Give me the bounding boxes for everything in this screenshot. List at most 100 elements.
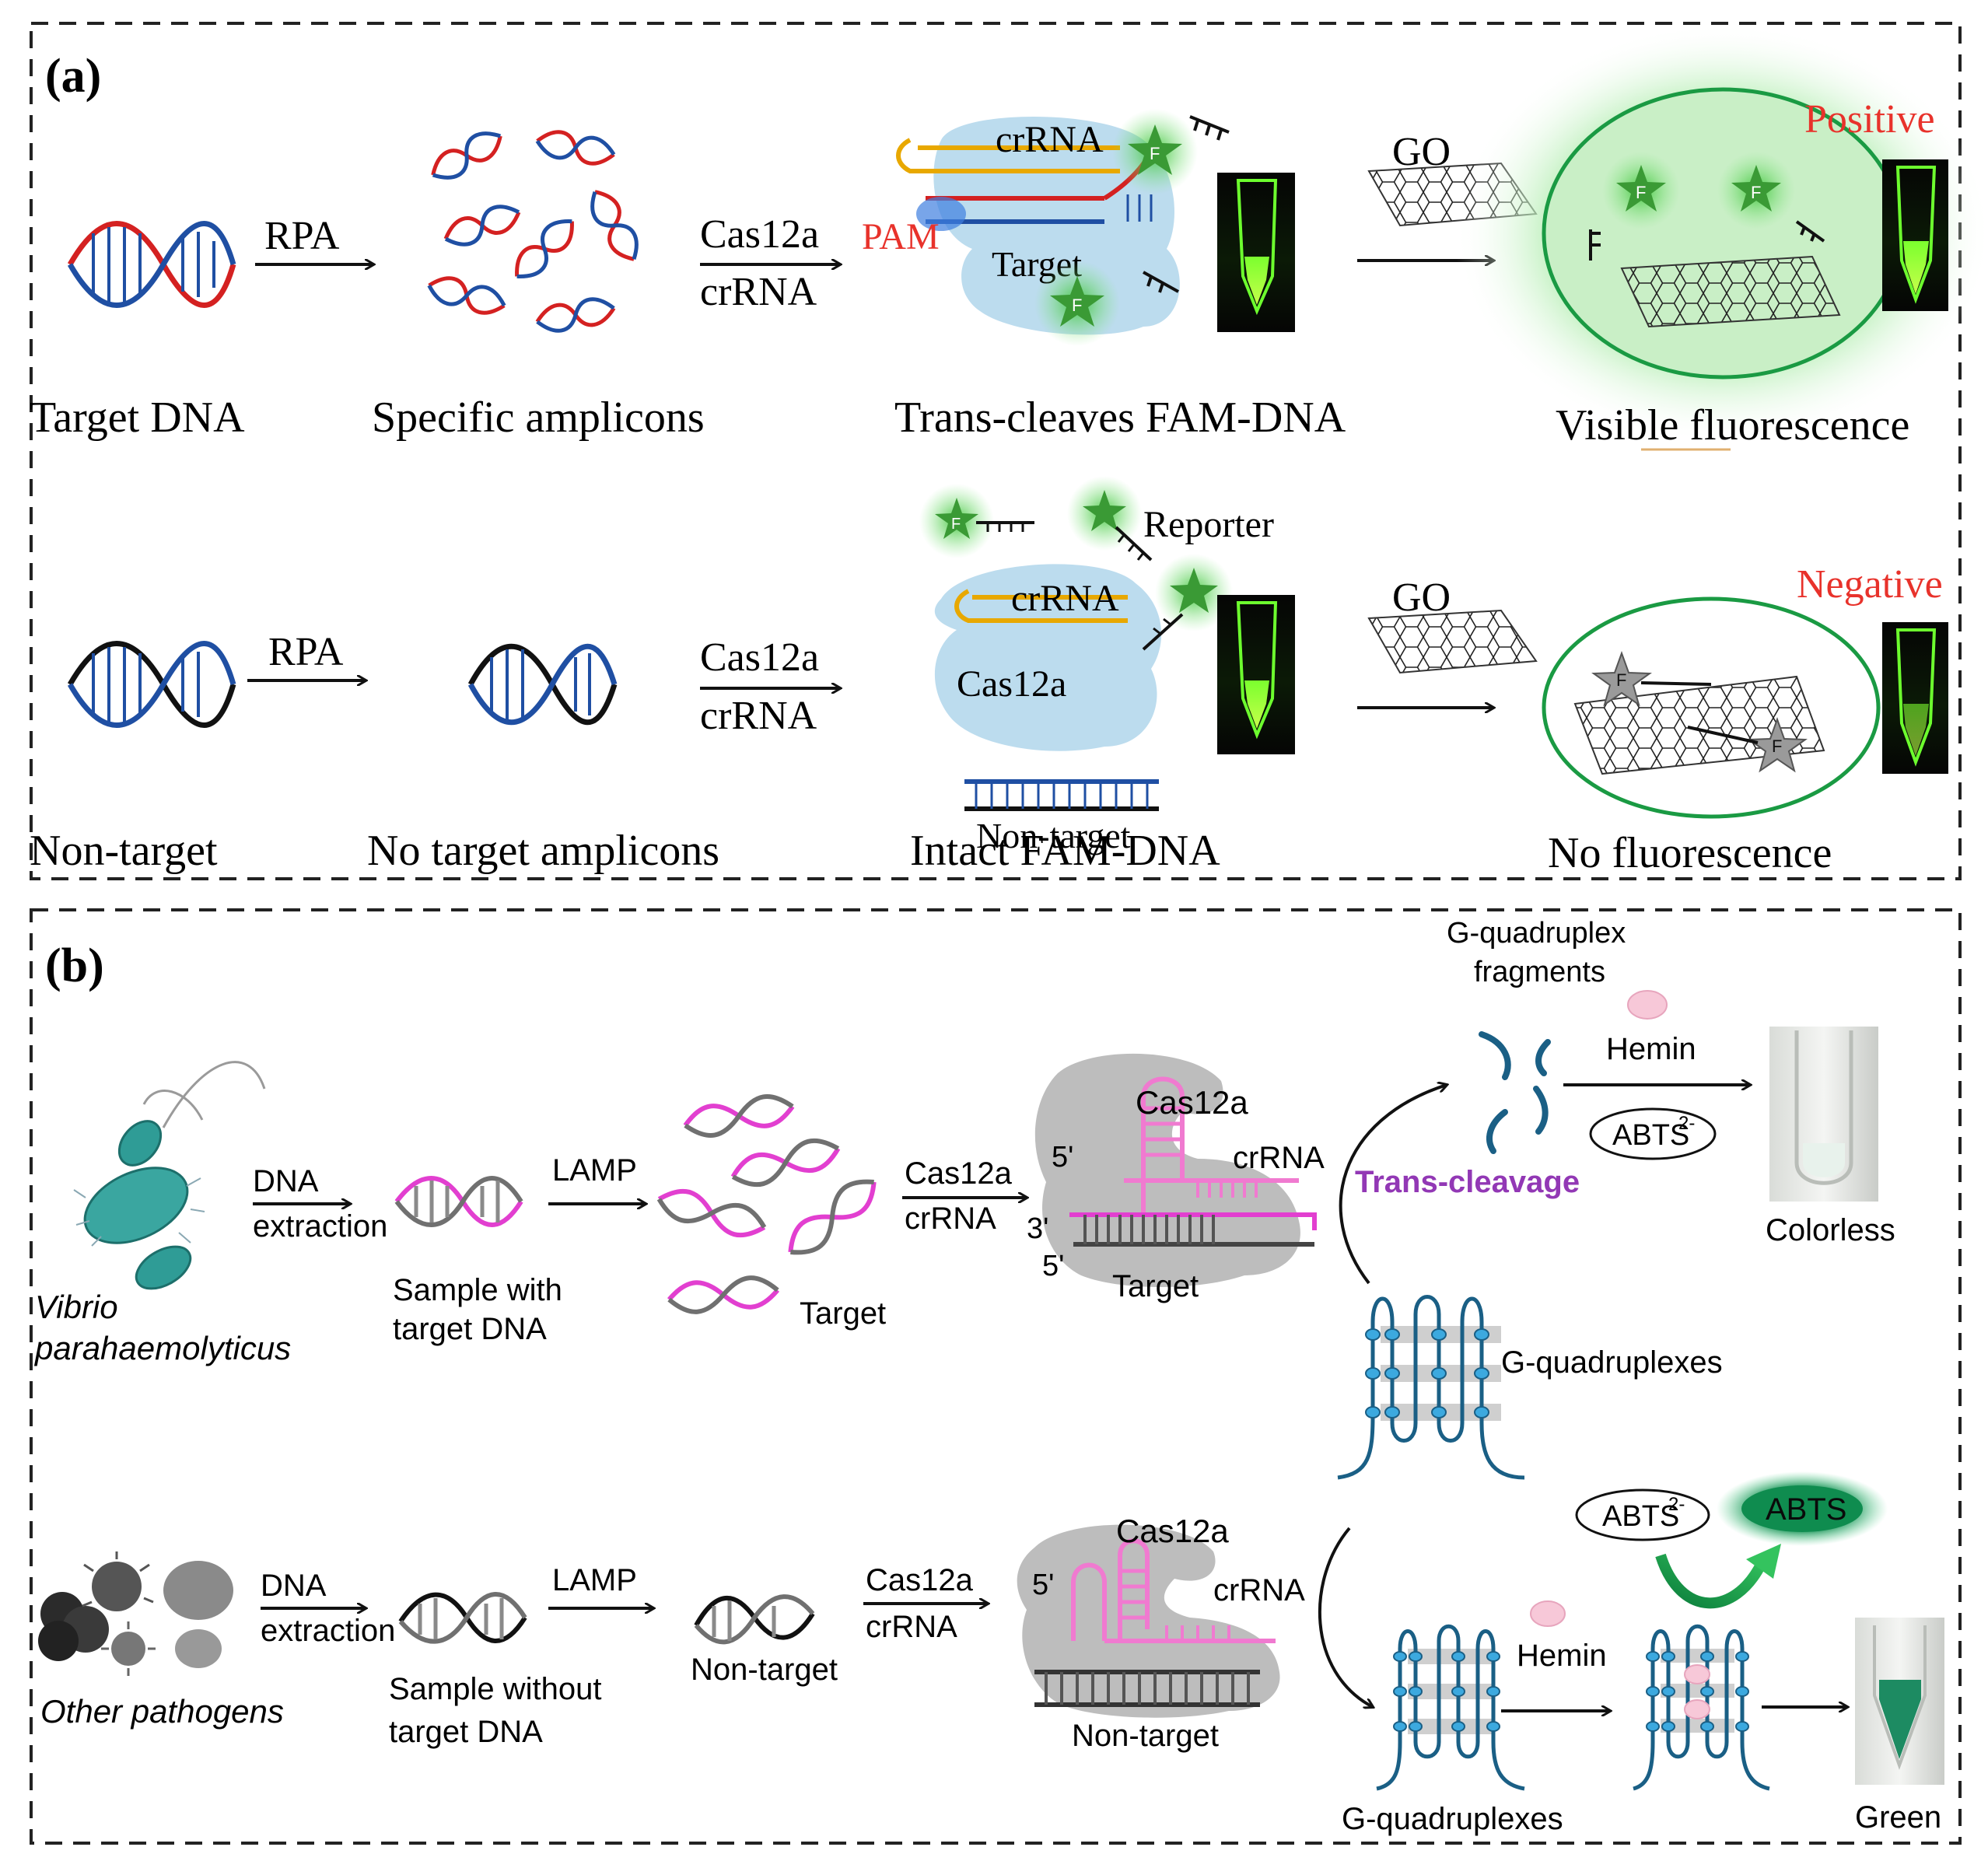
abts-label-top: ABTS	[1612, 1119, 1689, 1152]
abts-charge-bottom: 2-	[1668, 1494, 1685, 1515]
cas12a-label-b-top: Cas12a	[1136, 1084, 1248, 1121]
go-label-bottom: GO	[1392, 575, 1451, 620]
sample-without-line2: target DNA	[389, 1715, 543, 1749]
free-fragments	[1589, 220, 1825, 261]
visible-fluorescence-caption: Visible fluorescence	[1556, 401, 1909, 450]
abts-bubble-top	[1589, 1107, 1717, 1160]
fluorescence-tube-a-top	[1217, 173, 1295, 332]
rpa-label-top: RPA	[264, 214, 340, 258]
fluor-mark-6: F	[1616, 670, 1626, 690]
lamp-amplicons-target	[656, 1094, 877, 1314]
cas12a-arrow-b-top-line1: Cas12a	[905, 1156, 1013, 1191]
sample-with-target-helix	[394, 1176, 523, 1227]
specific-amplicons	[427, 130, 639, 333]
fam-star-top-2: F	[1034, 261, 1120, 346]
graphene-oxide-positive	[1620, 255, 1841, 328]
negative-tube	[1882, 622, 1948, 774]
quenched-star-2: F	[1687, 717, 1808, 773]
cleaved-fragment-2	[1143, 271, 1179, 293]
no-amplicon-helix	[467, 643, 618, 726]
reporter-star-1: F	[919, 484, 1034, 558]
fluor-mark-5: F	[951, 516, 961, 533]
panel-a: (a) Target DNA RPA Specific amplicons	[30, 22, 1988, 880]
complex-nontarget-label: Non-target	[1072, 1719, 1219, 1753]
crrna-label-b-top: crRNA	[1233, 1141, 1325, 1175]
abts-conversion-arrow	[1655, 1553, 1767, 1609]
sample-with-line1: Sample with	[393, 1273, 562, 1307]
cas12a-complex-nontarget	[934, 564, 1162, 811]
cas12a-gray-complex-nontarget	[1017, 1524, 1280, 1718]
abts-oxidized-oval	[1741, 1485, 1863, 1532]
hemin-label-top: Hemin	[1606, 1032, 1696, 1066]
fluor-mark-4: F	[1751, 183, 1761, 202]
fluor-mark-2: F	[1072, 296, 1082, 315]
g-quadruplex-structure-bottom	[1376, 1624, 1525, 1791]
amplicon-target-label: Target	[800, 1296, 886, 1331]
five-prime-nontarget: 5'	[1032, 1569, 1054, 1601]
no-target-amplicons-caption: No target amplicons	[367, 827, 719, 875]
fluorescence-tube-a-bottom	[1217, 595, 1295, 754]
hemin-bottom	[1530, 1600, 1566, 1627]
panel-a-border	[30, 22, 1962, 880]
colorless-label: Colorless	[1766, 1213, 1895, 1247]
green-tube	[1855, 1618, 1944, 1785]
fluor-mark-7: F	[1772, 736, 1782, 756]
hemin-top	[1627, 990, 1668, 1020]
trans-cleavage-label: Trans-cleavage	[1355, 1165, 1580, 1199]
complex-target-label: Target	[1112, 1269, 1199, 1303]
vibrio-bacteria	[73, 1061, 266, 1290]
vibrio-label-line1: Vibrio	[35, 1289, 118, 1325]
lamp-label-top: LAMP	[552, 1153, 637, 1188]
five-prime-bottom: 5'	[1042, 1250, 1064, 1282]
intact-fam-caption: Intact FAM-DNA	[910, 827, 1220, 875]
crrna-label-a-bottom: crRNA	[1011, 578, 1119, 619]
nontarget-amplicon-label: Non-target	[691, 1653, 838, 1687]
sample-without-line1: Sample without	[389, 1672, 601, 1706]
green-label: Green	[1855, 1800, 1941, 1835]
quenched-star-1: F	[1591, 651, 1712, 707]
trans-cleaves-caption: Trans-cleaves FAM-DNA	[894, 394, 1346, 442]
nontarget-amplicon-helix	[694, 1594, 815, 1645]
dna-extraction-top-line1: DNA	[253, 1164, 319, 1198]
abts-charge-top: 2-	[1678, 1113, 1695, 1134]
panel-b: (b) Vibrio parahaemolyticus DNA extracti…	[30, 908, 1962, 1845]
g-quadruplex-hemin-complex	[1633, 1624, 1770, 1791]
cas12a-arrow-label-bottom: Cas12a	[700, 635, 819, 680]
nontarget-label-a: Non-target	[976, 816, 1131, 855]
dna-extraction-bottom-line1: DNA	[261, 1569, 327, 1603]
gq-label-top: G-quadruplexes	[1501, 1345, 1723, 1380]
vibrio-label-line2: parahaemolyticus	[33, 1330, 291, 1366]
abts-bubble-bottom	[1575, 1488, 1710, 1541]
nontarget-caption: Non-target	[30, 827, 218, 875]
cas12a-arrow-b-bottom-line1: Cas12a	[866, 1563, 974, 1597]
panel-b-label: (b)	[45, 939, 104, 992]
free-fam-star-2: F	[1717, 152, 1795, 229]
cas12a-arrow-b-bottom-line2: crRNA	[866, 1610, 957, 1644]
crrna-label-b-bottom: crRNA	[1213, 1573, 1305, 1607]
cas12a-label-b-bottom: Cas12a	[1116, 1513, 1229, 1549]
no-fluorescence-caption: No fluorescence	[1548, 829, 1832, 877]
reporter-star-3	[1142, 554, 1233, 651]
cas12a-label-a-bottom: Cas12a	[957, 663, 1066, 705]
colorless-tube	[1769, 1027, 1878, 1202]
dna-extraction-bottom-line2: extraction	[261, 1614, 395, 1648]
g-quadruplex-structure-top	[1337, 1295, 1525, 1480]
fluor-mark-3: F	[1636, 183, 1646, 202]
to-gq-arrow	[1318, 1527, 1373, 1707]
panel-b-border	[30, 908, 1962, 1845]
fluor-mark-1: F	[1150, 144, 1160, 163]
fam-star-top-1: F	[1112, 109, 1198, 194]
gq-label-bottom: G-quadruplexes	[1342, 1802, 1563, 1836]
graphene-oxide-sheet-bottom	[1367, 609, 1538, 674]
specific-amplicons-caption: Specific amplicons	[372, 394, 705, 442]
cas12a-arrow-b-top-line2: crRNA	[905, 1202, 996, 1236]
sample-with-line2: target DNA	[393, 1312, 547, 1346]
positive-label: Positive	[1804, 97, 1935, 142]
other-pathogens-label: Other pathogens	[40, 1693, 284, 1730]
other-pathogens-cluster	[38, 1551, 233, 1676]
dna-extraction-top-line2: extraction	[253, 1209, 387, 1244]
cas12a-arrow-label-top: Cas12a	[700, 212, 819, 257]
reporter-label: Reporter	[1143, 504, 1274, 545]
abts-label-bottom: ABTS	[1602, 1500, 1679, 1533]
